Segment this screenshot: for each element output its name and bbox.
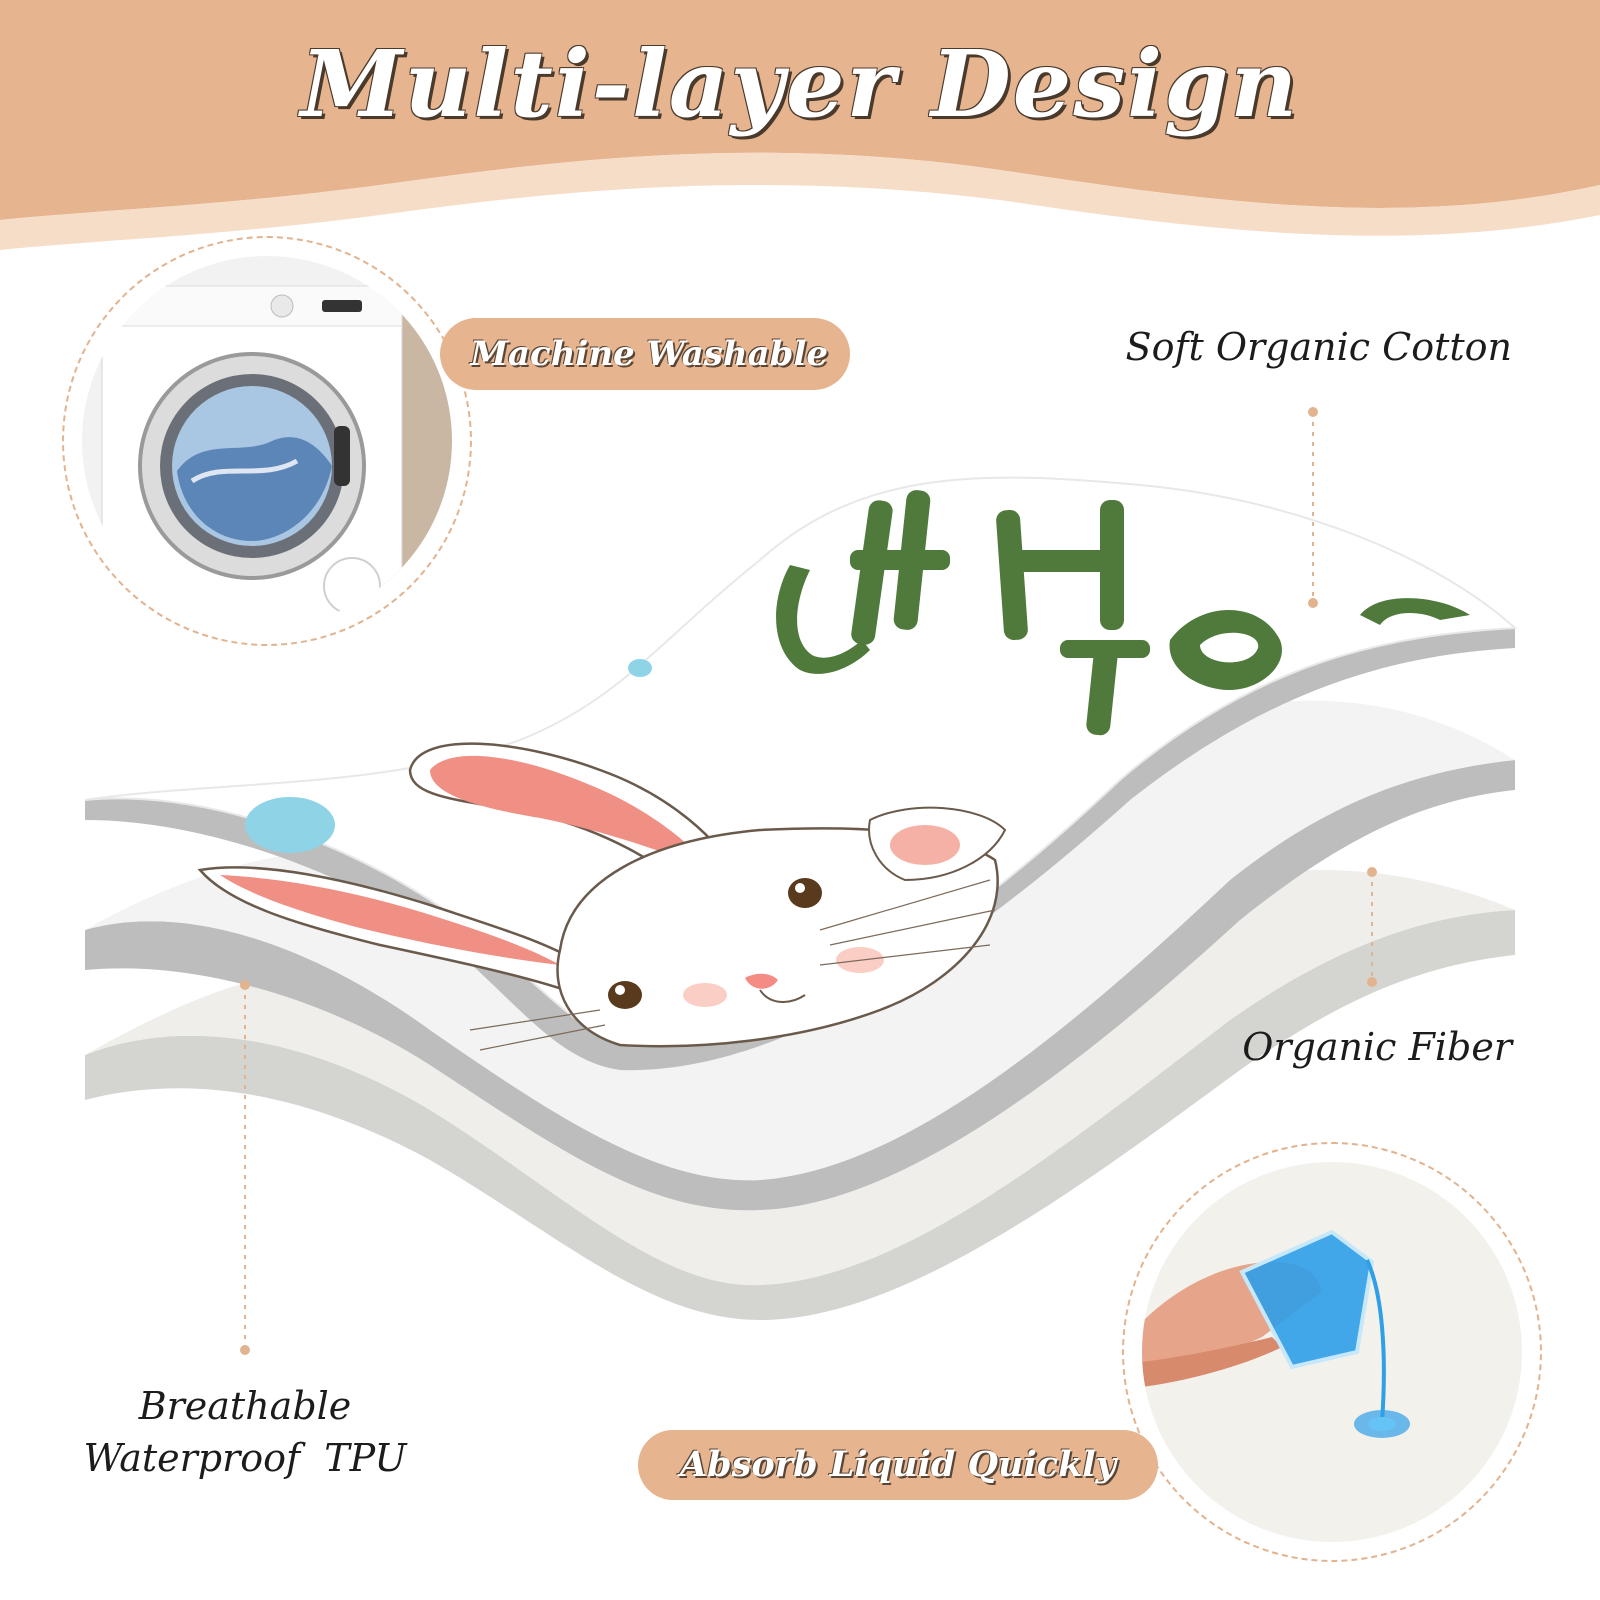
header-band [0, 0, 1600, 220]
page-title: Multi-layer Design [300, 30, 1300, 138]
header-band-fade [0, 152, 1600, 250]
leader-dots [240, 407, 1377, 1355]
washing-machine-icon [82, 256, 452, 626]
blue-spot [628, 659, 652, 677]
machine-washable-badge: Machine Washable [440, 318, 850, 390]
absorb-liquid-circle [1122, 1142, 1542, 1562]
layer-fiber [85, 760, 1515, 1211]
layer-label-tpu-line1: Breathable [138, 1384, 352, 1428]
green-print [776, 490, 1470, 736]
layer-label-cotton: Soft Organic Cotton [1125, 325, 1512, 369]
absorb-liquid-badge: Absorb Liquid Quickly [638, 1430, 1158, 1500]
layer-label-tpu: Breathable Waterproof TPU [80, 1380, 410, 1484]
layer-label-fiber: Organic Fiber [1242, 1025, 1512, 1069]
bunny-illustration [197, 742, 1007, 1051]
blue-spot [245, 797, 335, 853]
layer-label-tpu-line2: Waterproof TPU [83, 1436, 407, 1480]
pouring-liquid-icon [1142, 1162, 1522, 1542]
machine-washable-circle [62, 236, 472, 646]
layer-tpu [85, 910, 1515, 1320]
leader-lines [244, 412, 1373, 1350]
